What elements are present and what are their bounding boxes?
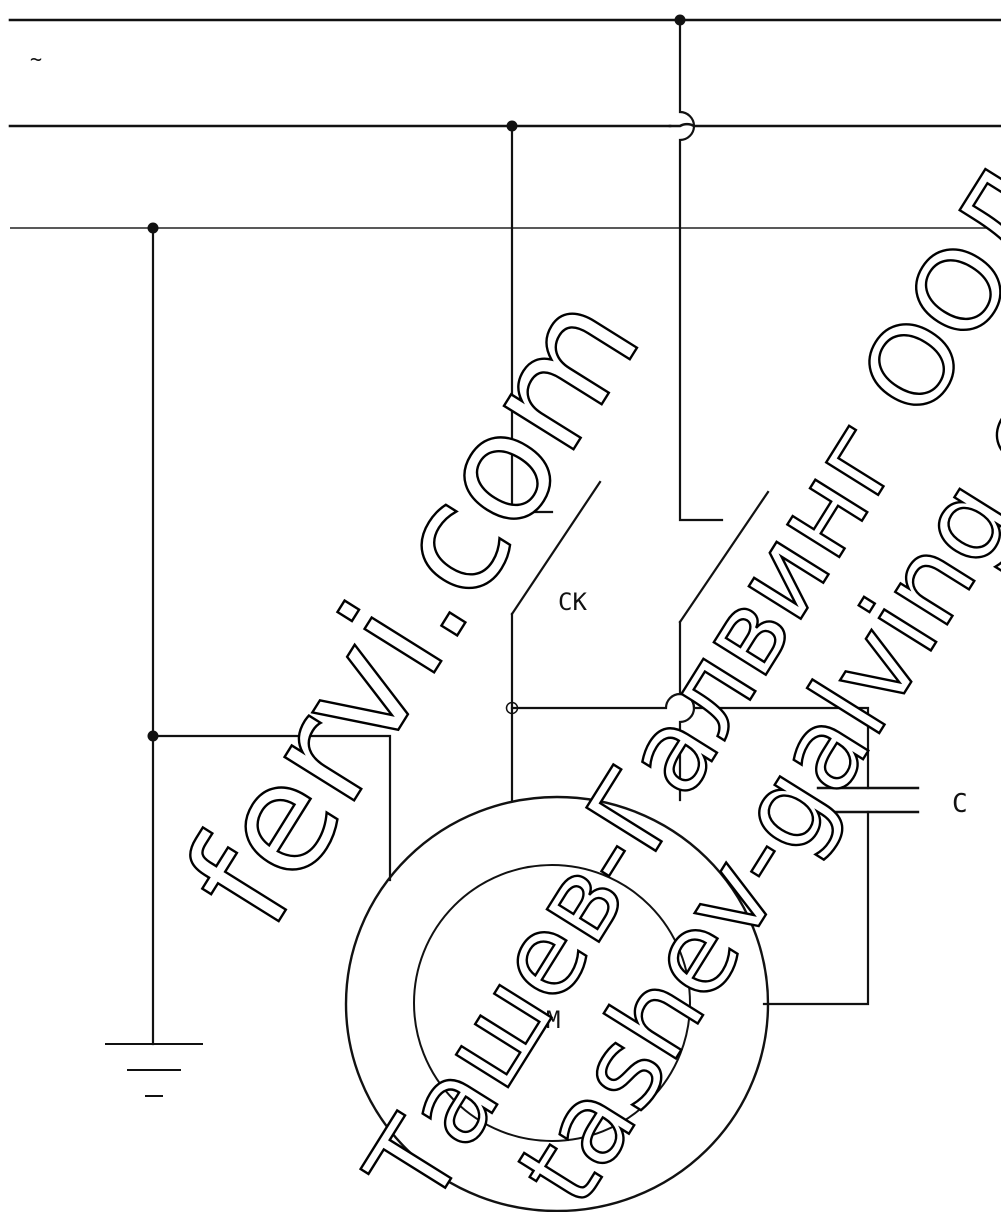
switch-label: CK (558, 588, 587, 616)
neutral-to-motor-wire (151, 734, 392, 882)
capacitor-label: C (952, 789, 968, 819)
phase-1-drop-wire (678, 18, 724, 522)
phase-2-drop-wire (510, 124, 554, 514)
capacitor-bottom-wire (762, 810, 870, 1006)
switch-ck-blade-right (678, 490, 770, 624)
supply-line-phase-2-crossover (668, 122, 1001, 128)
motor-inner-ring (413, 864, 691, 1142)
ac-symbol: ~ (30, 47, 42, 71)
capacitor-top-wire (510, 692, 870, 790)
motor-label: M (546, 1006, 560, 1034)
motor-outer-ring (344, 795, 770, 1212)
switch-ck-blade-left (510, 480, 602, 616)
